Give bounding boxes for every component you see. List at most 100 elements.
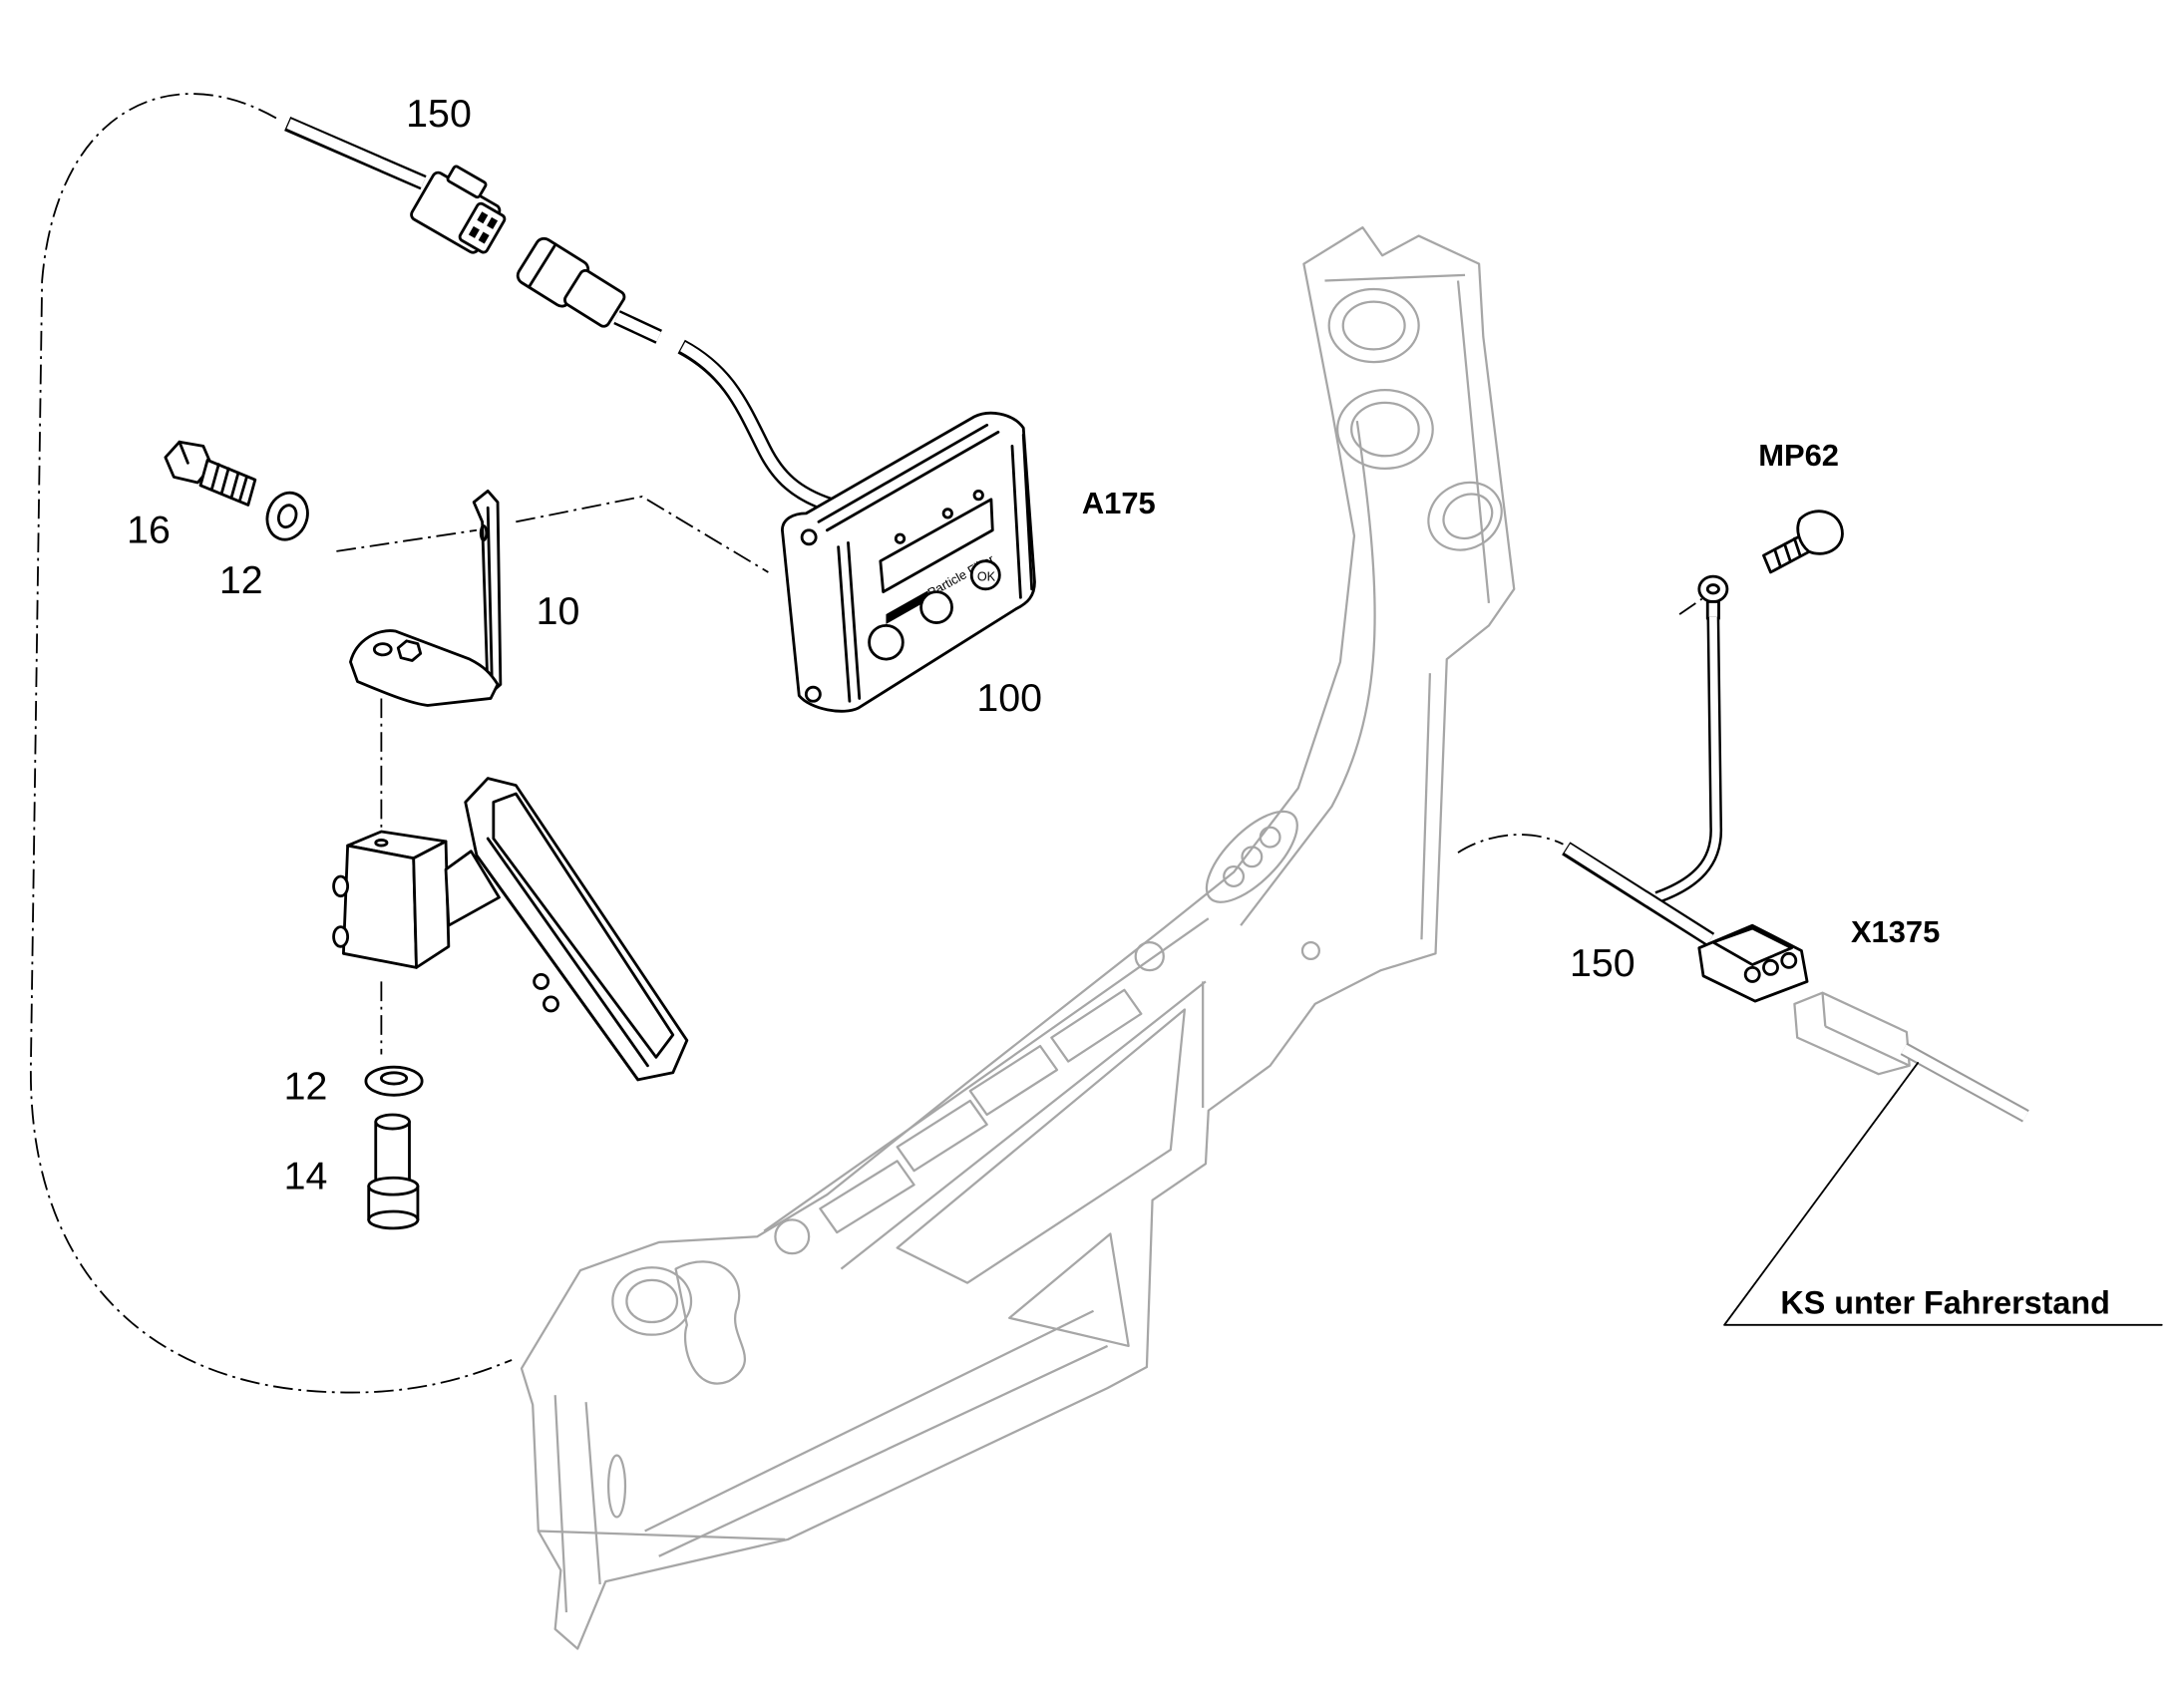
ring-terminal-crimp	[1705, 600, 1720, 620]
connector-cavity	[1743, 965, 1761, 983]
device-ok-button	[969, 559, 1001, 591]
label-part-150-top: 150	[406, 92, 472, 136]
device-screw	[800, 528, 818, 546]
device-screen	[879, 498, 994, 594]
frame-outline	[520, 225, 1516, 1650]
connector-pin	[468, 225, 480, 238]
connector-cavity	[1780, 951, 1798, 969]
frame-post-inner	[1240, 420, 1376, 926]
device-ok-label: OK	[977, 569, 996, 583]
connector-pin	[477, 211, 489, 224]
status-led	[972, 489, 984, 502]
screw-head-bottom	[367, 1209, 420, 1230]
bolt-16	[164, 440, 257, 507]
label-part-a175: A175	[1082, 486, 1156, 520]
mating-connector-ks	[1793, 991, 2029, 1123]
bracket-hole	[372, 642, 393, 657]
label-part-mp62: MP62	[1758, 438, 1839, 473]
frame-small-hole	[1223, 865, 1246, 887]
frame-oval-slot	[1205, 810, 1298, 903]
particle-filter-display: Particle Filter OK	[781, 411, 1036, 713]
device-button	[868, 623, 905, 661]
label-part-10: 10	[537, 589, 580, 633]
connector-male	[516, 236, 626, 328]
frame-beam-edge	[763, 917, 1210, 1270]
dashdot-right-cable	[1457, 834, 1564, 854]
connector-body-rear	[563, 268, 626, 328]
mount-hole	[374, 839, 389, 848]
mount-peg	[332, 925, 350, 948]
device-top-edge	[817, 423, 1000, 532]
harness-150-top	[284, 116, 833, 512]
frame-small-hole	[774, 1218, 811, 1255]
label-part-14: 14	[284, 1154, 328, 1197]
connector-x1375	[1697, 923, 1809, 1003]
display-knob	[533, 972, 550, 990]
label-part-16: 16	[127, 508, 171, 551]
frame-hole	[1427, 481, 1503, 551]
frame-beam-slot	[896, 1099, 988, 1173]
frame-slot-oval	[606, 1454, 627, 1519]
frame-hole-inner	[1442, 493, 1494, 540]
label-part-150-right: 150	[1570, 941, 1635, 985]
washer-12-bottom	[364, 1065, 424, 1097]
device-end-cap-right	[1010, 433, 1034, 599]
frame-small-hole	[1134, 940, 1165, 972]
frame-post-edge	[1324, 273, 1491, 940]
washer-inner	[379, 1071, 409, 1086]
dashdot-loop-left	[30, 93, 513, 1394]
status-led	[894, 532, 907, 544]
screw-head-top	[367, 1176, 420, 1196]
frame-small-hole	[1259, 826, 1281, 849]
frame-hole	[1327, 287, 1420, 364]
frame-hole-inner	[1350, 401, 1420, 458]
screw-14	[367, 1113, 420, 1230]
display-plate-edge	[475, 837, 649, 1082]
ring-terminal-hole	[1705, 583, 1720, 595]
label-part-12-top: 12	[219, 558, 263, 602]
device-button	[919, 590, 953, 624]
frame-small-hole	[1241, 846, 1264, 868]
frame-lower-panel	[644, 1232, 1130, 1557]
label-part-x1375: X1375	[1851, 914, 1940, 949]
dashdot-ring-terminal	[1678, 597, 1703, 615]
device-screw	[804, 685, 822, 703]
mount-peg	[332, 874, 350, 898]
cable-core	[614, 312, 661, 342]
device-end-cap	[837, 541, 862, 703]
frame-beam-lower	[896, 1008, 1187, 1284]
ground-screw-thread	[1773, 536, 1802, 568]
bracket-nut	[396, 639, 423, 662]
connector-housing-top	[1711, 926, 1794, 966]
status-led	[941, 508, 953, 519]
connector-cavity	[1762, 958, 1779, 976]
bolt-head-edge	[178, 440, 189, 465]
connector-pin	[478, 231, 490, 244]
lower-mount	[332, 777, 689, 1082]
dashdot-washer-to-bracket	[336, 528, 478, 552]
harness-150-right	[1562, 842, 1715, 946]
mount-block-side	[412, 840, 451, 969]
ground-screw-head	[1796, 510, 1844, 555]
mount-arm	[444, 850, 501, 927]
mount-block-front	[342, 844, 418, 969]
connector-latch	[446, 165, 488, 199]
label-part-12-bottom: 12	[284, 1065, 328, 1109]
connector-female	[410, 165, 507, 254]
ground-point-mp62	[1654, 510, 1844, 904]
washer-12-top	[265, 491, 309, 541]
note-leader-line	[1723, 1062, 2163, 1326]
washer-inner	[276, 504, 298, 529]
connector-pin	[487, 216, 499, 229]
label-part-100: 100	[976, 676, 1042, 720]
bracket-vertical-plate	[472, 489, 503, 698]
cable-core	[286, 119, 426, 187]
screw-tip	[374, 1113, 411, 1131]
connector-ridge	[527, 242, 557, 289]
cab-frame	[520, 225, 1516, 1650]
label-note-ks: KS unter Fahrerstand	[1780, 1285, 2110, 1321]
mating-cable-core	[1901, 1044, 2028, 1121]
frame-beam-slot	[968, 1044, 1059, 1117]
